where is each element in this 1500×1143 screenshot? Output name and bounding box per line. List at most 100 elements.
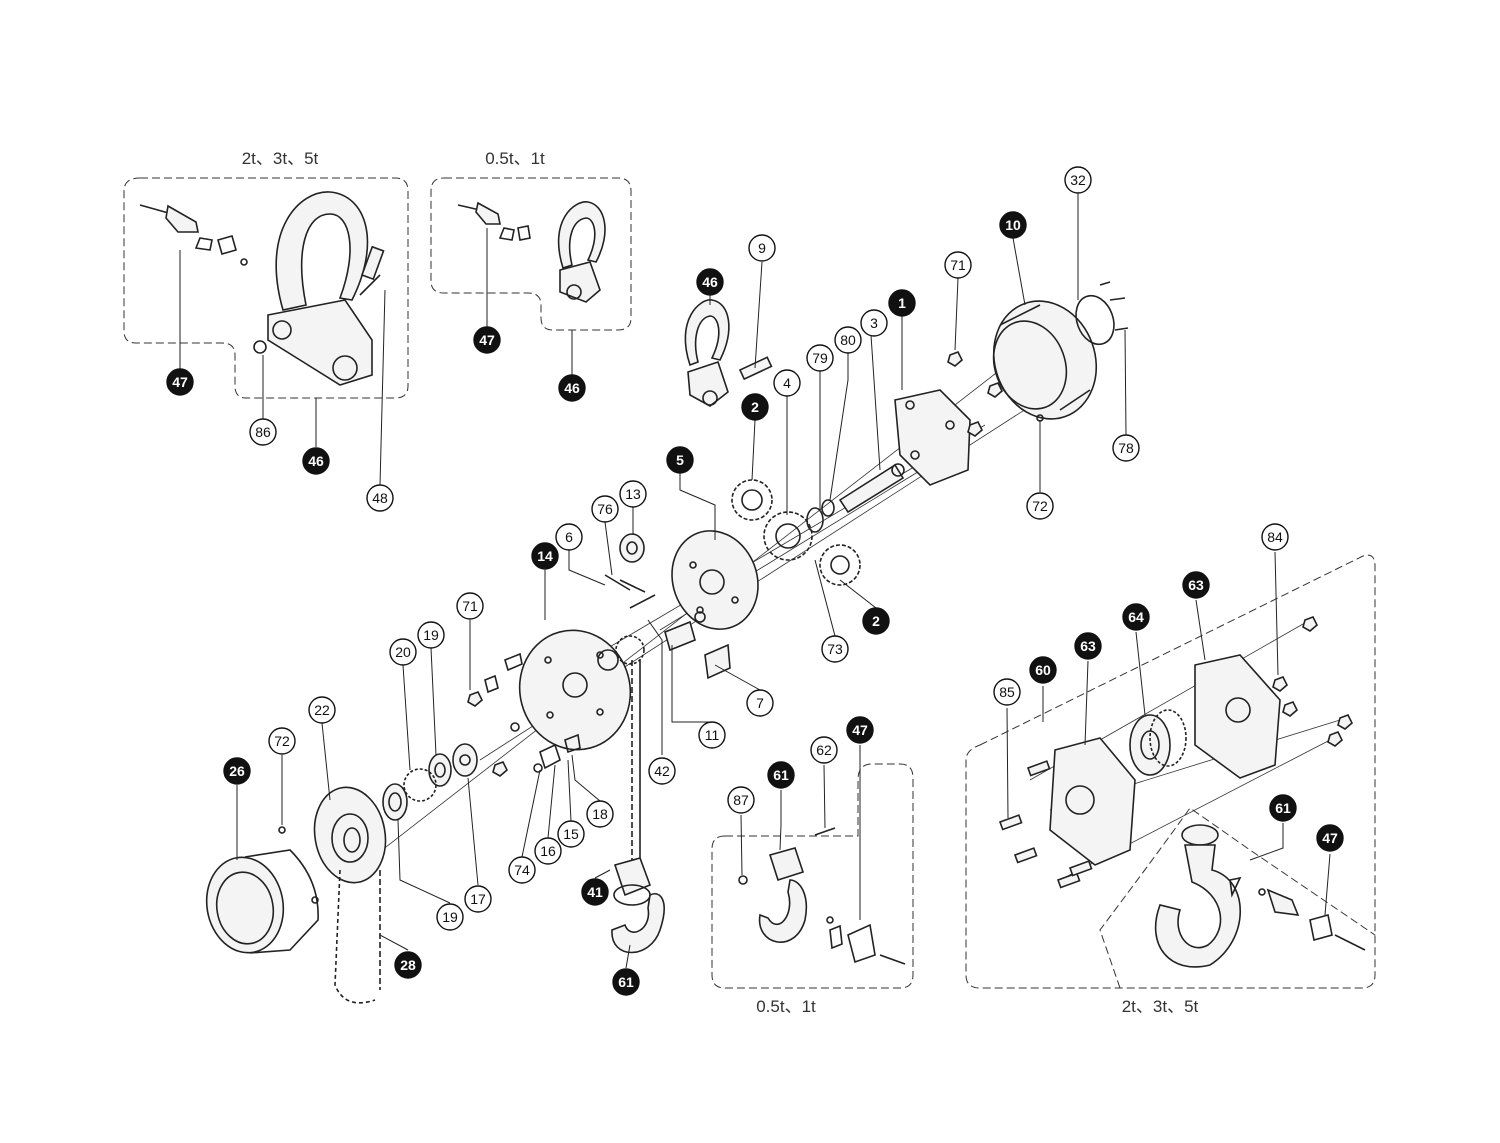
callout-circle [810,736,838,764]
callout-circle [1112,434,1140,462]
callout-circle [586,800,614,828]
callout-61-b: 61 [767,761,795,789]
callout-number: 72 [1032,498,1048,514]
callout-circle [767,761,795,789]
callout-number: 1 [898,295,906,311]
callout-number: 61 [773,767,789,783]
top-hook-small [557,201,606,303]
callout-number: 18 [592,806,608,822]
washer-17 [452,743,478,777]
callout-87: 87 [727,786,755,814]
callout-number: 47 [852,722,868,738]
callout-circle [591,495,619,523]
callout-2-a: 2 [741,393,769,421]
callout-number: 84 [1267,529,1283,545]
callout-circle [944,251,972,279]
callout-circle [666,446,694,474]
callout-17: 17 [464,885,492,913]
group-label-top-mid: 0.5t、1t [485,149,545,168]
callout-number: 7 [756,695,764,711]
callout-2-b: 2 [862,607,890,635]
bottom-hook-center [611,857,665,954]
callout-number: 62 [816,742,832,758]
group-label-bottom-right: 2t、3t、5t [1122,997,1199,1016]
callout-number: 16 [540,843,556,859]
callout-47-c: 47 [846,716,874,744]
callout-number: 85 [999,684,1015,700]
callout-circle [846,716,874,744]
load-sheave-shaft [838,463,905,514]
callout-circle [1074,632,1102,660]
callout-number: 47 [1322,830,1338,846]
callout-number: 13 [625,486,641,502]
callout-13: 13 [619,480,647,508]
washer-19-upper [428,753,452,787]
guide-7 [704,643,731,680]
callout-26: 26 [223,757,251,785]
brake-cover [992,300,1098,420]
callout-circle [557,820,585,848]
gear-2-upper [731,479,773,521]
nuts-84 [1272,615,1353,747]
callout-number: 20 [395,644,411,660]
callout-circle [166,368,194,396]
callout-42: 42 [648,757,676,785]
callout-number: 63 [1080,638,1096,654]
callout-46-c: 46 [696,268,724,296]
callout-circle [366,484,394,512]
callout-1: 1 [888,289,916,317]
callout-80: 80 [834,326,862,354]
callout-circle [1122,603,1150,631]
callout-circle [473,326,501,354]
callout-73: 73 [821,635,849,663]
callout-circle [1064,166,1092,194]
callout-circle [993,678,1021,706]
callout-number: 64 [1128,609,1144,625]
callout-78: 78 [1112,434,1140,462]
callout-number: 10 [1005,217,1021,233]
callout-circle [394,951,422,979]
callout-circle [558,374,586,402]
callout-circle [249,418,277,446]
callout-84: 84 [1261,523,1289,551]
callout-circle [696,268,724,296]
callout-number: 19 [442,909,458,925]
callout-41: 41 [581,878,609,906]
callout-47-b: 47 [473,326,501,354]
callout-circle [727,786,755,814]
group-box-top-mid [430,177,632,331]
group-label-bottom-mid: 0.5t、1t [756,997,816,1016]
callout-number: 42 [654,763,670,779]
callout-number: 11 [705,727,720,743]
small-parts-cluster [467,652,581,777]
bottom-hook-large [1154,824,1242,968]
gear-2-lower [819,544,861,586]
callout-number: 73 [827,641,843,657]
callout-46-b: 46 [558,374,586,402]
callout-circle [834,326,862,354]
callout-47-a: 47 [166,368,194,396]
callout-86: 86 [249,418,277,446]
side-plate-14 [518,629,632,751]
callout-number: 87 [733,792,749,808]
callout-6: 6 [555,523,583,551]
callout-20: 20 [389,638,417,666]
callout-10: 10 [999,211,1027,239]
gear-plate [671,530,759,630]
callout-71-a: 71 [944,251,972,279]
callout-number: 5 [676,452,684,468]
callout-circle [436,903,464,931]
callout-number: 6 [565,529,573,545]
callout-22: 22 [308,696,336,724]
rings-79-80 [806,499,835,533]
callout-circle [1182,571,1210,599]
callout-number: 9 [758,240,766,256]
callout-circle [773,369,801,397]
callout-5: 5 [666,446,694,474]
callout-64: 64 [1122,603,1150,631]
bottom-hook-small [738,827,836,943]
callout-circle [389,638,417,666]
gear-4 [763,511,813,561]
